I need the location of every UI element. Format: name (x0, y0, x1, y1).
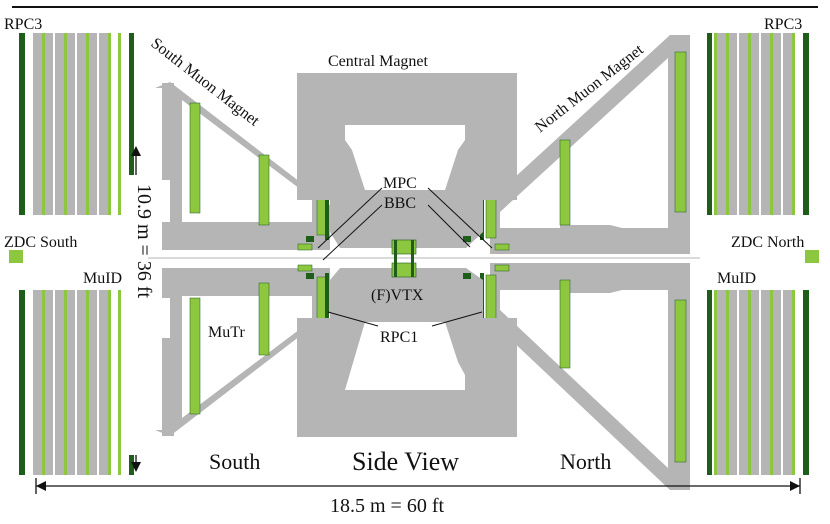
north-label: North (560, 449, 611, 474)
central-pole-lower (365, 285, 445, 320)
mutr-north-1-lower (674, 299, 687, 463)
muid-north-upper (707, 33, 795, 215)
rpc3-north-label: RPC3 (764, 16, 802, 33)
mutr-north-2-upper (559, 139, 571, 226)
rpc3-south-lower (19, 290, 25, 475)
mutr-north-2-lower (559, 279, 571, 369)
central-magnet-lower (297, 268, 517, 437)
bbc-north (463, 236, 510, 279)
width-dimension-arrow (35, 478, 801, 494)
fvtx-detector (391, 239, 417, 278)
south-magnet-lower-arm (162, 338, 174, 436)
central-magnet-label: Central Magnet (328, 53, 429, 70)
rpc1-south-lower (325, 273, 329, 327)
muid-north-lower (707, 290, 795, 475)
mutr-south-1-lower (189, 297, 201, 415)
zdc-north-block (805, 250, 819, 263)
muid-south-upper (33, 33, 134, 215)
rpc3-south-upper (19, 33, 25, 215)
north-magnet-cone-upper (560, 225, 670, 250)
muid-south-label: MuID (83, 270, 122, 287)
height-label-gap (126, 175, 148, 455)
zdc-north-label: ZDC North (731, 234, 804, 251)
rpc3-south-label: RPC3 (4, 16, 42, 33)
south-beam-yoke-lower (162, 268, 312, 292)
south-magnet-inner (182, 100, 312, 418)
bbc-south (297, 236, 314, 279)
north-magnet-cone-lower (560, 268, 670, 293)
central-pole-upper (365, 195, 445, 232)
mutr-north-1-upper (674, 51, 687, 213)
mutr-label: MuTr (208, 324, 245, 341)
zdc-south-block (9, 250, 23, 263)
mutr-south-1-upper (189, 102, 201, 214)
muid-south-lower (33, 290, 134, 475)
south-beam-yoke (162, 226, 312, 250)
width-dimension-label: 18.5 m = 60 ft (330, 495, 444, 517)
zdc-south-label: ZDC South (4, 234, 77, 251)
rpc1-label: RPC1 (380, 329, 418, 346)
rpc1-south-upper (325, 185, 329, 240)
south-magnet-upper-arm (162, 83, 174, 180)
mutr-south-2-lower (258, 282, 270, 356)
height-dimension-label: 10.9 m = 36 ft (133, 184, 155, 298)
leader-lines (317, 187, 493, 327)
mpc-label: MPC (383, 175, 417, 192)
south-label: South (209, 449, 260, 474)
rpc3-north-lower (803, 290, 809, 475)
central-magnet (297, 73, 517, 248)
mutr-south-2-upper (258, 154, 270, 226)
bbc-label: BBC (384, 195, 416, 212)
rpc3-north-upper (803, 33, 809, 215)
fvtx-label: (F)VTX (371, 287, 424, 304)
side-view-label: Side View (352, 447, 459, 476)
north-magnet-inner (500, 58, 668, 468)
muid-north-label: MuID (717, 270, 756, 287)
